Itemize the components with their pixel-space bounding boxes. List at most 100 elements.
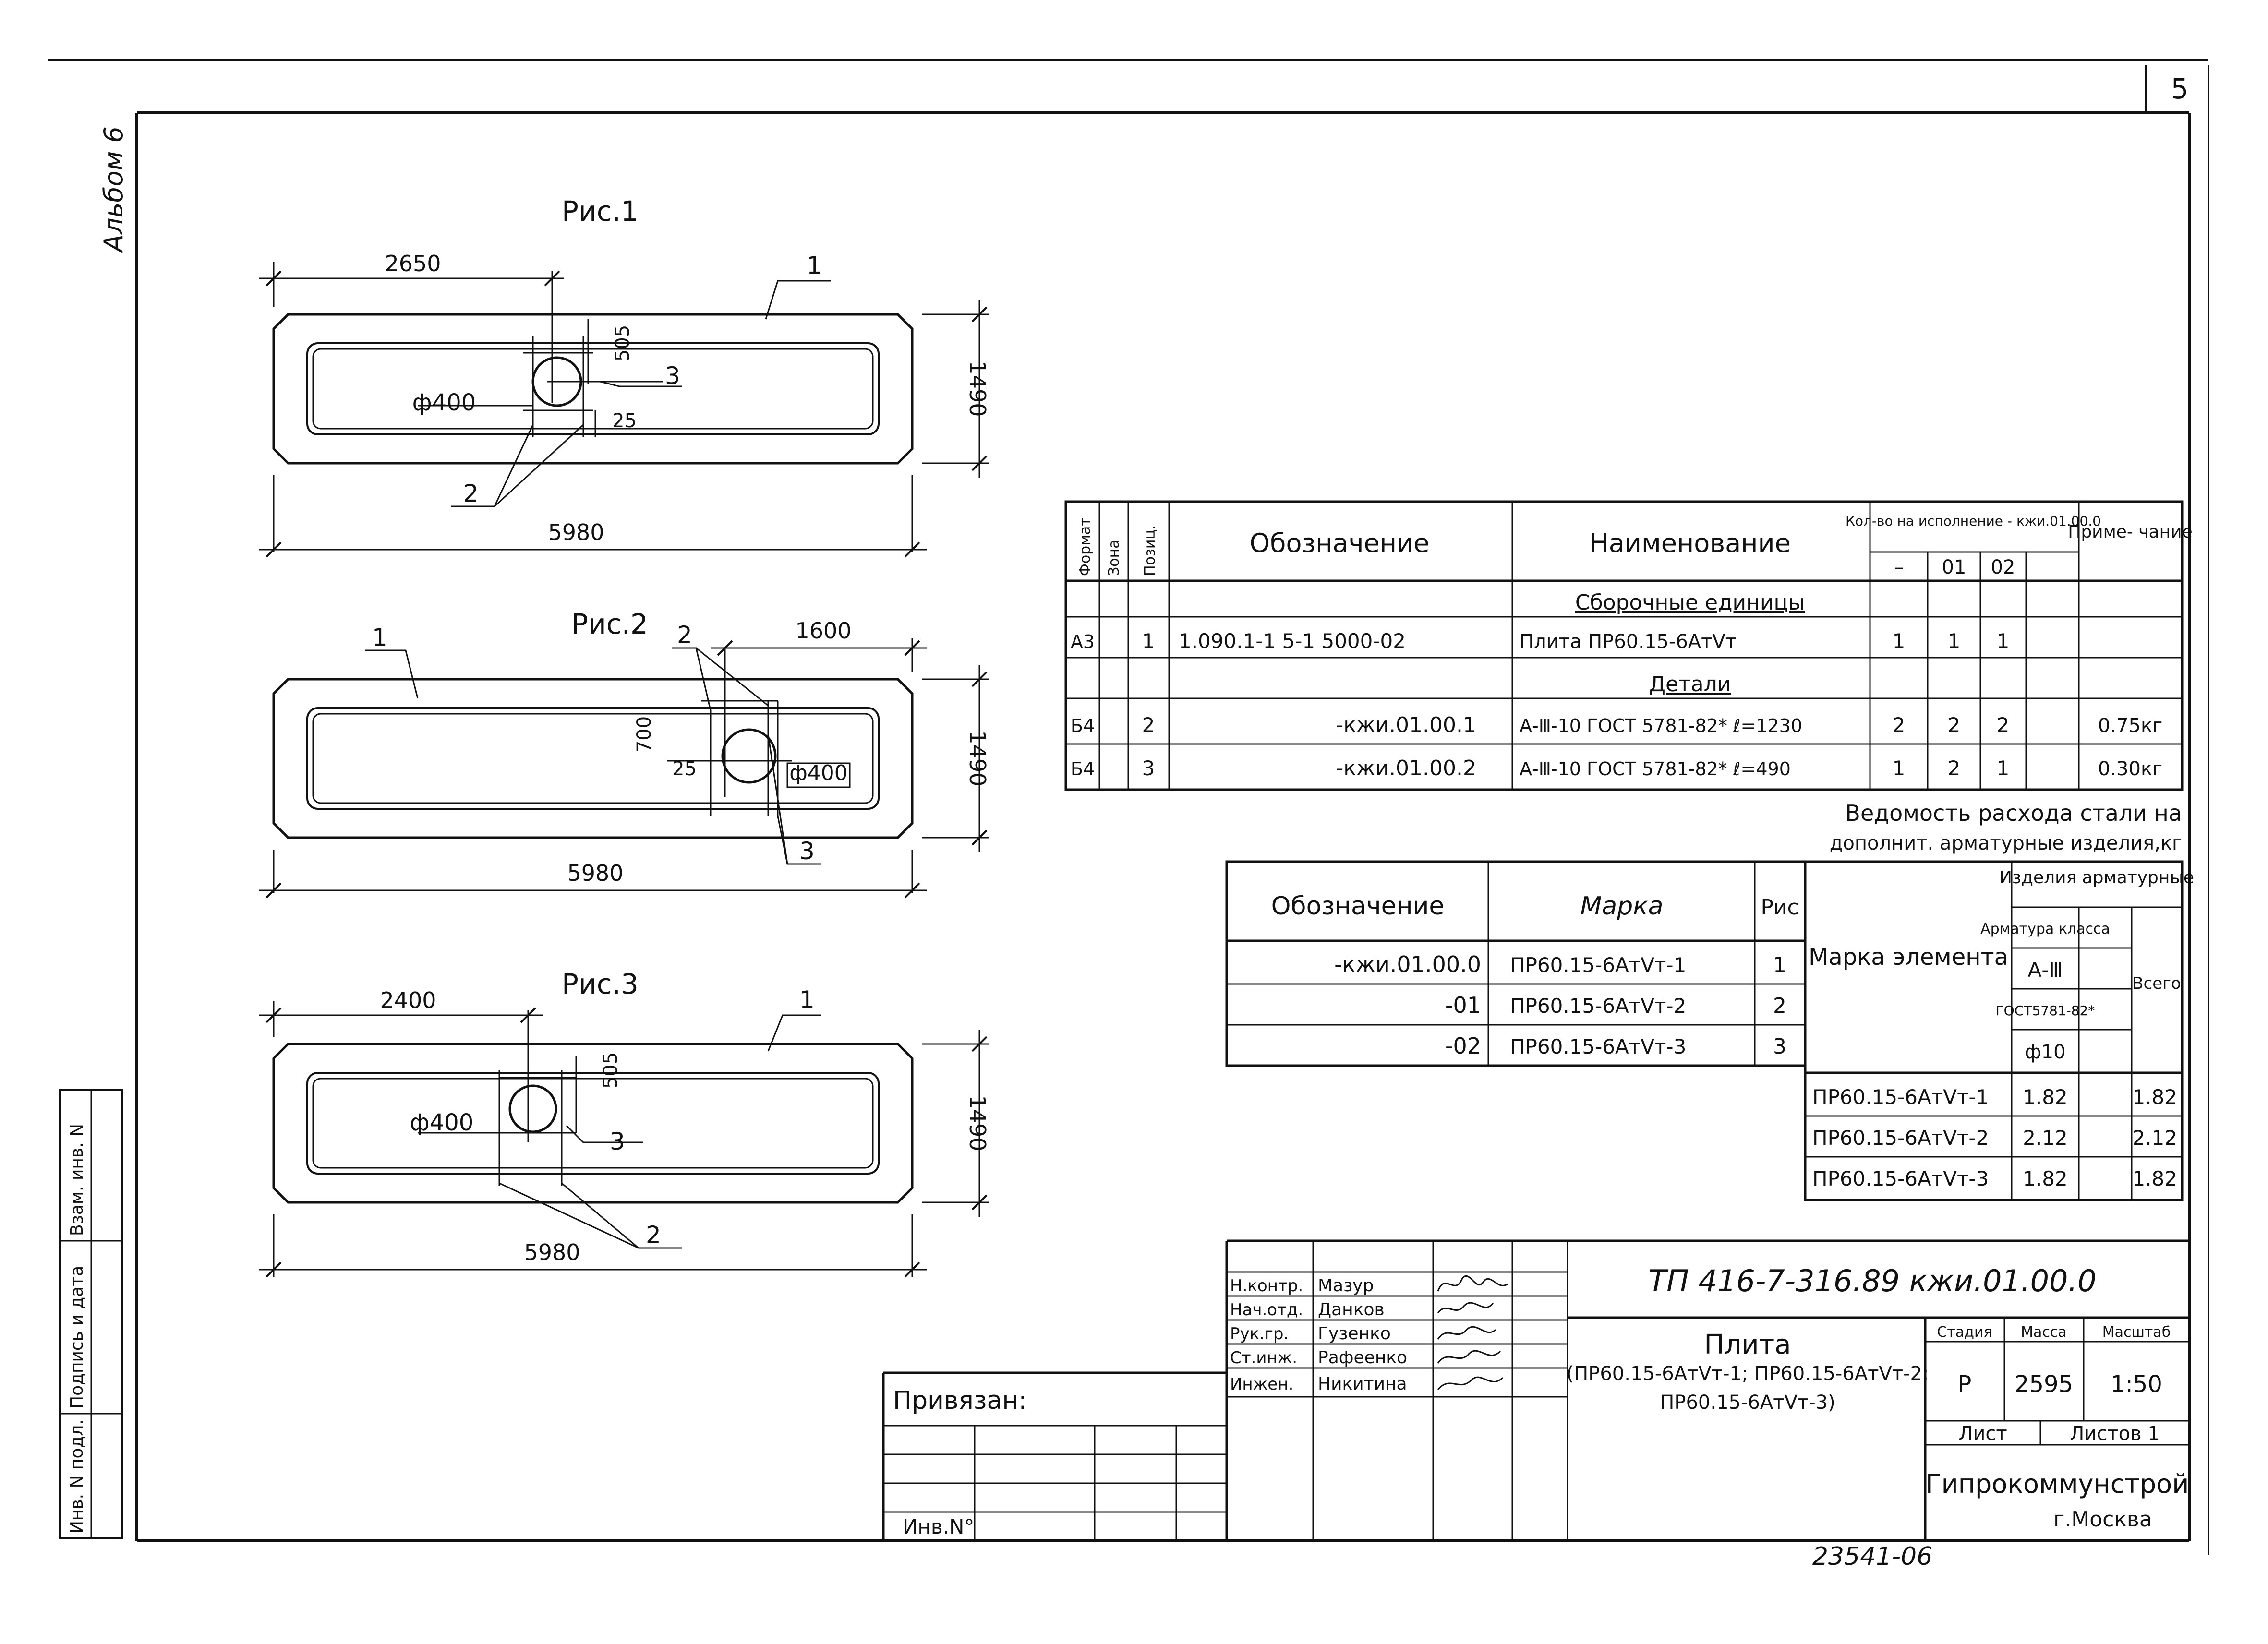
- spec-row-designation: -кжи.01.00.2: [1336, 756, 1476, 780]
- spec-row-name: А-Ⅲ-10 ГОСТ 5781-82* ℓ=490: [1520, 758, 1791, 780]
- staff-name: Гузенко: [1318, 1324, 1391, 1344]
- staff-row: Нач.отд. Данков: [1230, 1300, 1385, 1320]
- figure-1-caption: Рис.1: [562, 195, 639, 228]
- spec-row-qty-0: 1: [1893, 756, 1906, 780]
- variants-header-mark: Марка: [1580, 892, 1663, 921]
- figure-3-caption: Рис.3: [562, 968, 639, 1000]
- steel-title-line2: дополнит. арматурные изделия,кг: [1830, 832, 2182, 854]
- figure-3-dim-offset: 2400: [380, 987, 436, 1013]
- spec-header-name: Наименование: [1589, 528, 1791, 558]
- steel-row: ПР60.15-6АтⅤт-2 2.12 2.12: [1812, 1126, 2177, 1150]
- variants-row-designation: -01: [1445, 992, 1481, 1018]
- figure-2-callout-3: 3: [799, 837, 815, 865]
- variants-row-mark: ПР60.15-6АтⅤт-1: [1510, 953, 1686, 977]
- steel-row-mark: ПР60.15-6АтⅤт-3: [1812, 1167, 1989, 1190]
- variants-row-fig: 2: [1773, 994, 1786, 1018]
- spec-row: Б4 2 -кжи.01.00.1 А-Ⅲ-10 ГОСТ 5781-82* ℓ…: [1071, 713, 2162, 737]
- stamp-number: 23541-06: [1812, 1542, 1932, 1571]
- staff-role: Рук.гр.: [1230, 1324, 1289, 1344]
- figure-3-hole-offset: 505: [600, 1052, 622, 1089]
- scale-value: 1:50: [2111, 1371, 2162, 1398]
- staff-role: Нач.отд.: [1230, 1300, 1303, 1320]
- staff-row: Инжен. Никитина: [1230, 1374, 1407, 1394]
- side-stamp-replaced: Взам. инв. N: [67, 1124, 87, 1236]
- org-name: Гипрокоммунстрой: [1926, 1469, 2189, 1499]
- side-stamp-sign: Подпись и дата: [67, 1266, 87, 1409]
- spec-row-qty-2: 1: [1997, 629, 2010, 653]
- spec-row-qty-1: 2: [1948, 713, 1961, 737]
- spec-row-pos: 1: [1142, 629, 1155, 653]
- stage-value: Р: [1958, 1371, 1972, 1398]
- staff-name: Никитина: [1318, 1374, 1407, 1394]
- variants-table: Обозначение Марка Рис -кжи.01.00.0 ПР60.…: [1225, 860, 1807, 1067]
- figure-1-dim-overall: 5980: [548, 519, 604, 545]
- signatures: [1437, 1275, 1508, 1390]
- spec-row-name: Плита ПР60.15-6АтⅤт: [1520, 631, 1737, 653]
- steel-row-total: 2.12: [2132, 1126, 2177, 1150]
- sheets-label: Листов 1: [2070, 1423, 2160, 1445]
- figure-2-dim-height: 1490: [965, 730, 990, 786]
- spec-row-note: 0.30кг: [2098, 758, 2162, 780]
- steel-row-mark: ПР60.15-6АтⅤт-2: [1812, 1126, 1989, 1150]
- figure-1-callout-1: 1: [807, 252, 822, 279]
- spec-qty-sub-2: 02: [1991, 556, 2015, 578]
- figure-2-callout-2: 2: [677, 621, 692, 649]
- figure-2-hole-offset: 700: [633, 716, 655, 753]
- title-block: Привязан: Инв.N° ТП 416-7-316.89 кжи.01.…: [882, 1239, 2189, 1541]
- steel-table: Марка элемента Изделия арматурные Армату…: [1804, 860, 2194, 1201]
- figure-2: Рис.2 1600 5980 1490 ф400 700 25: [259, 608, 990, 899]
- side-stamp-inv: Инв. N подл.: [67, 1419, 87, 1534]
- steel-header-products: Изделия арматурные: [1999, 868, 2194, 888]
- mass-label: Масса: [2021, 1324, 2067, 1341]
- spec-row-qty-0: 2: [1893, 713, 1906, 737]
- spec-header-qty: Кол-во на исполнение - кжи.01.00.0: [1846, 513, 2101, 529]
- steel-header-diameter: ф10: [2025, 1041, 2065, 1063]
- spec-row-pos: 3: [1142, 756, 1155, 780]
- spec-header-position: Позиц.: [1142, 525, 1158, 576]
- variants-row-mark: ПР60.15-6АтⅤт-3: [1510, 1035, 1686, 1058]
- spec-row-name: А-Ⅲ-10 ГОСТ 5781-82* ℓ=1230: [1520, 715, 1802, 736]
- steel-header-class: А-Ⅲ: [2028, 958, 2063, 982]
- spec-row-designation: 1.090.1-1 5-1 5000-02: [1179, 629, 1406, 653]
- product-sub1: (ПР60.15-6АтⅤт-1; ПР60.15-6АтⅤт-2;: [1567, 1363, 1929, 1385]
- figure-1-hole-offset: 505: [612, 325, 634, 361]
- page-number: 5: [2171, 72, 2189, 105]
- variants-row-fig: 3: [1773, 1034, 1786, 1059]
- product-sub2: ПР60.15-6АтⅤт-3): [1660, 1392, 1835, 1414]
- spec-row-qty-1: 1: [1948, 629, 1961, 653]
- variants-row-fig: 1: [1773, 953, 1786, 977]
- spec-row-format: А3: [1071, 631, 1095, 652]
- figure-2-dim-overall: 5980: [567, 860, 623, 886]
- variants-row-mark: ПР60.15-6АтⅤт-2: [1510, 994, 1686, 1018]
- variants-header-fig: Рис: [1761, 895, 1798, 920]
- figure-3-callout-3: 3: [610, 1128, 625, 1155]
- product-title: Плита: [1704, 1329, 1791, 1360]
- scale-label: Масштаб: [2102, 1324, 2171, 1341]
- spec-row-qty-1: 2: [1948, 756, 1961, 780]
- mass-value: 2595: [2015, 1371, 2073, 1398]
- figure-3-callout-2: 2: [646, 1221, 661, 1249]
- steel-row-value: 1.82: [2023, 1167, 2068, 1190]
- spec-header-note: Приме- чание: [2068, 522, 2192, 542]
- staff-name: Данков: [1318, 1300, 1385, 1320]
- variants-row: -кжи.01.00.0 ПР60.15-6АтⅤт-1 1: [1334, 951, 1786, 977]
- variants-row-designation: -02: [1445, 1033, 1481, 1059]
- sheet-label: Лист: [1958, 1423, 2007, 1445]
- steel-row-value: 1.82: [2023, 1085, 2068, 1109]
- doc-code: ТП 416-7-316.89 кжи.01.00.0: [1648, 1263, 2096, 1298]
- steel-header-rebar-class: Арматура класса: [1980, 921, 2110, 937]
- figure-3-callout-1: 1: [799, 986, 815, 1014]
- figure-1-callout-2: 2: [463, 480, 479, 507]
- staff-role: Инжен.: [1230, 1375, 1293, 1394]
- figure-1-callout-3: 3: [665, 362, 680, 390]
- steel-title-line1: Ведомость расхода стали на: [1845, 800, 2182, 826]
- bound-label: Привязан:: [893, 1386, 1027, 1415]
- spec-header-zone: Зона: [1106, 540, 1122, 576]
- steel-row-total: 1.82: [2132, 1167, 2177, 1190]
- sheet-frame: 5 Альбом 6: [48, 59, 2209, 1555]
- steel-header-total: Всего: [2132, 974, 2181, 993]
- figure-2-caption: Рис.2: [571, 608, 648, 640]
- staff-name: Рафеенко: [1318, 1348, 1407, 1368]
- figure-3-dim-overall: 5980: [524, 1239, 580, 1265]
